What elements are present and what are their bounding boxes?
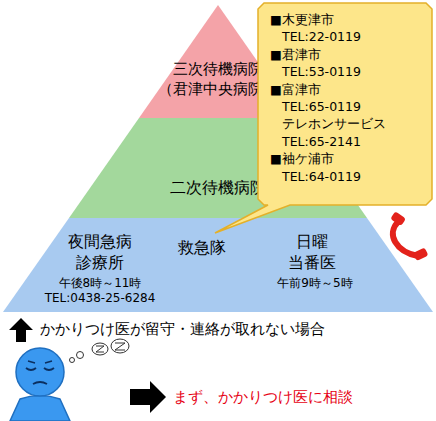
phone-number: TEL:64-0119 <box>282 169 361 185</box>
service-name: テレホンサービス <box>282 116 386 132</box>
facility-name: 日曜 当番医 <box>282 232 342 274</box>
phone-icon <box>390 211 428 261</box>
up-arrow <box>9 318 33 342</box>
phone-number: TEL:65-2141 <box>282 134 361 150</box>
hours-note: 午前9時～5時 <box>277 276 352 292</box>
city-name: ■君津市 <box>270 47 321 63</box>
phone-number: TEL:0438-25-6284 <box>45 291 156 307</box>
phone-number: TEL:22-0119 <box>282 29 361 45</box>
city-name: ■木更津市 <box>270 12 334 28</box>
city-name: ■富津市 <box>270 82 321 98</box>
advice-note: まず、かかりつけ医に相談 <box>173 388 353 408</box>
person-figure <box>10 348 70 421</box>
phone-number: TEL:65-0119 <box>282 99 361 115</box>
sleep-bubbles <box>70 339 130 363</box>
city-name: ■袖ケ浦市 <box>270 151 334 167</box>
facility-name: 夜間急病 診療所 <box>60 232 140 274</box>
right-arrow <box>130 381 166 413</box>
shape-fill <box>215 3 432 233</box>
callout-box: ■木更津市TEL:22-0119■君津市TEL:53-0119■富津市TEL:6… <box>258 3 432 205</box>
phone-number: TEL:53-0119 <box>282 64 361 80</box>
hours-note: 午後8時～11時 <box>59 276 142 292</box>
band-label: 二次待機病院 <box>170 178 266 199</box>
condition-note: かかりつけ医が留守・連絡が取れない場合 <box>40 320 325 340</box>
facility-name: 救急隊 <box>178 238 226 259</box>
